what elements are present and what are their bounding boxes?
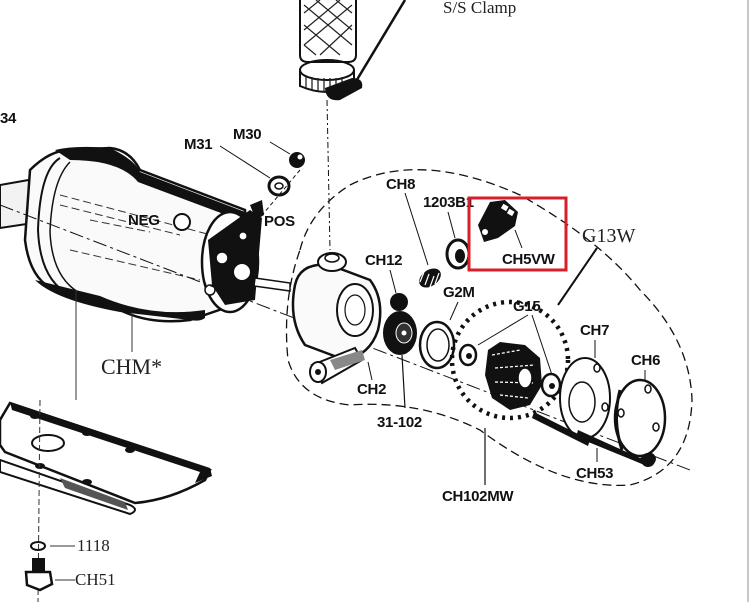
label-ch51: CH51 [75, 570, 116, 589]
leader-ch2 [367, 361, 373, 381]
leader-ch5vw [514, 229, 523, 249]
screws-ch53 [532, 412, 656, 467]
label-ch2: CH2 [357, 381, 386, 398]
label-ch7: CH7 [580, 322, 609, 339]
seal-g15-inner [458, 343, 478, 367]
leader-g2m [449, 301, 459, 321]
bolt-ch51 [24, 558, 54, 592]
oring-1203b1 [445, 238, 471, 270]
gasket-g2m [418, 320, 456, 370]
mounting-plate [0, 401, 212, 516]
label-31-102: 31-102 [377, 414, 422, 431]
impeller-kit-outline-g13w [449, 299, 571, 421]
label-ch12: CH12 [365, 252, 402, 269]
label-ch53: CH53 [576, 465, 613, 482]
label-m31: M31 [184, 136, 212, 153]
label-g13w: G13W [582, 225, 635, 247]
label-1203b1: 1203B1 [423, 194, 474, 211]
washer-1118 [30, 541, 46, 551]
leader-g15-b [531, 314, 553, 376]
nut-m30 [289, 152, 305, 168]
label-ss-clamp: S/S Clamp [443, 0, 516, 17]
label-ch102mw: CH102MW [442, 488, 514, 505]
spring-ch8 [419, 268, 441, 288]
motor-part-chm [0, 146, 291, 323]
ball-ch12 [390, 293, 408, 311]
seal-31-102 [383, 311, 417, 355]
valve-ch5vw [478, 200, 518, 242]
label-34: 34 [0, 110, 17, 127]
washer-m31 [267, 175, 291, 197]
impeller [485, 342, 542, 410]
pump-kit-outline-ch102mw [285, 169, 693, 487]
label-g2m: G2M [443, 284, 475, 301]
leader-m31 [219, 145, 271, 179]
leader-ch8 [404, 192, 429, 266]
pump-body-ch2 [291, 252, 382, 385]
label-1118: 1118 [77, 536, 110, 555]
label-m30: M30 [233, 126, 261, 143]
leader-g15-a [477, 314, 529, 346]
label-chm: CHM* [101, 354, 162, 379]
leader-ch12 [389, 269, 397, 294]
page-edge-divider [747, 0, 749, 602]
hose-with-mesh [299, 0, 357, 63]
label-ch6: CH6 [631, 352, 660, 369]
leader-1203b1 [447, 211, 456, 239]
leader-ss-clamp [353, 0, 407, 84]
label-ch5vw: CH5VW [502, 251, 556, 268]
label-g15: G15 [513, 298, 540, 315]
leader-g13w [557, 247, 598, 306]
cover-ch6 [613, 378, 667, 458]
axis-line-bolt [37, 399, 41, 602]
wear-plate-ch7 [559, 357, 611, 439]
axis-line-clamp [326, 99, 331, 251]
highlight-box-ch5vw [467, 196, 568, 272]
leader-m30 [269, 141, 291, 155]
leader-31-102 [401, 354, 406, 409]
axis-line-terminal [257, 169, 301, 221]
label-ch8: CH8 [386, 176, 415, 193]
seal-g15-outer [540, 372, 562, 398]
label-pos: POS [264, 213, 295, 230]
label-neg: NEG [128, 212, 160, 229]
ss-clamp-part [299, 59, 363, 101]
